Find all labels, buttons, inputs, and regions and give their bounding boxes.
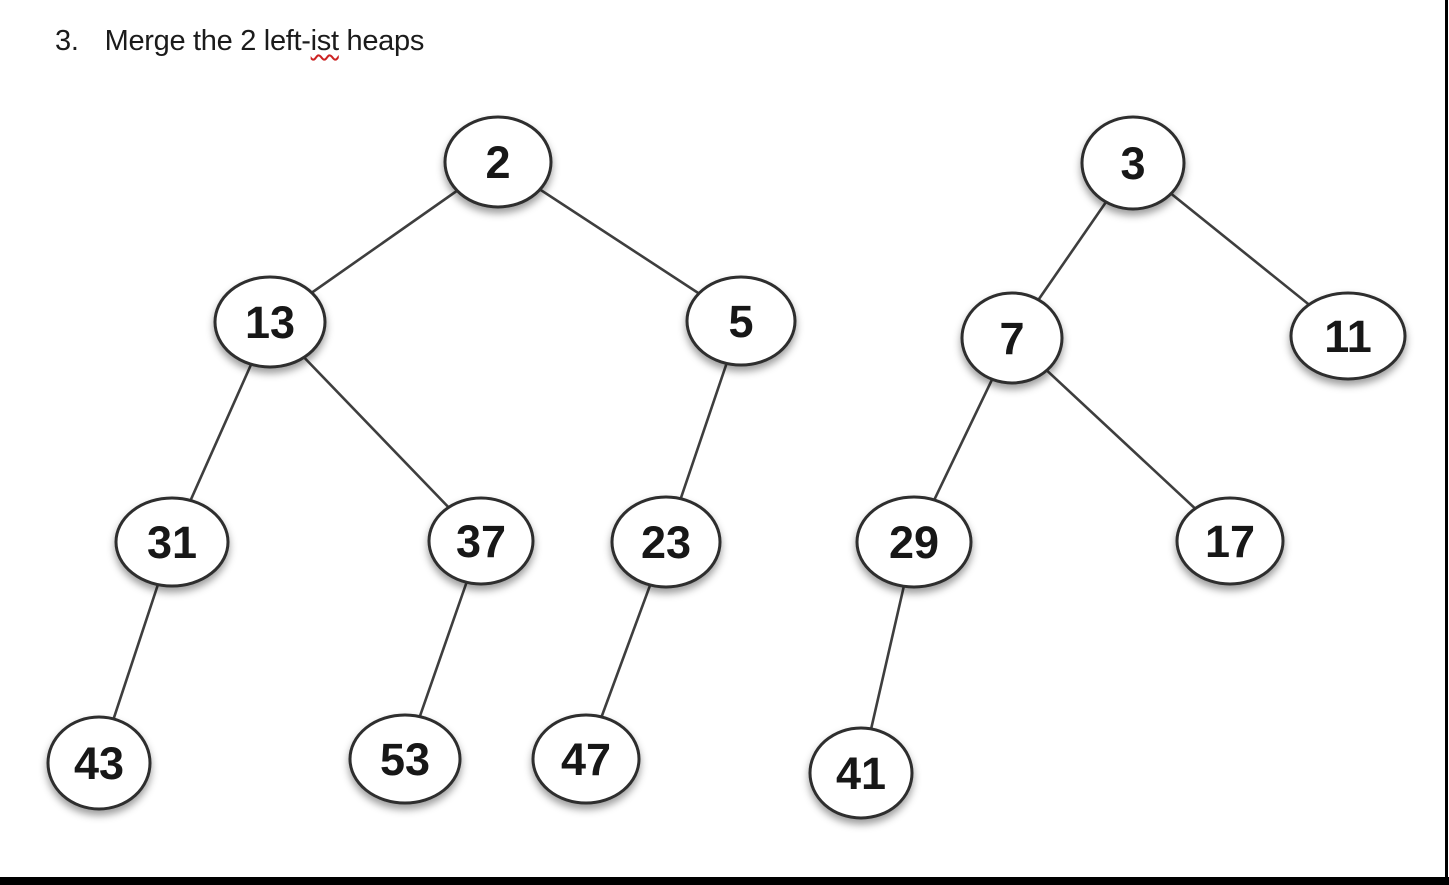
node-circle [443,115,553,209]
node-label: 3 [1120,138,1145,189]
tree-node-3: 3 [1080,115,1186,211]
node-circle [213,275,327,369]
tree-node-23: 23 [610,495,722,589]
node-circle [808,726,914,820]
list-number: 3. [55,25,79,57]
tree-node-31: 31 [114,496,230,588]
tree-node-41: 41 [808,726,914,820]
node-label: 41 [836,748,886,799]
node-circle [855,495,973,589]
node-label: 47 [561,734,611,785]
node-circle [1080,115,1186,211]
tree-node-53: 53 [348,713,462,805]
tree-edge-7-17 [1011,337,1231,542]
tree-edge-13-37 [269,321,482,542]
tree-node-13: 13 [213,275,327,369]
node-circle [531,713,641,805]
node-label: 11 [1324,311,1372,362]
tree-node-37: 37 [427,496,535,586]
tree-node-2: 2 [443,115,553,209]
node-label: 31 [147,517,197,568]
tree-node-47: 47 [531,713,641,805]
node-label: 23 [641,517,691,568]
node-label: 29 [889,517,939,568]
node-circle [1175,496,1285,586]
question-title: 3. Merge the 2 left-ist heaps [55,25,424,58]
tree-node-5: 5 [685,275,797,367]
tree-node-17: 17 [1175,496,1285,586]
node-circle [348,713,462,805]
node-circle [960,291,1064,385]
tree-node-29: 29 [855,495,973,589]
node-label: 2 [485,137,510,188]
node-circle [46,715,152,811]
node-circle [114,496,230,588]
right-heap: 3 7 11 29 17 41 [808,115,1407,820]
node-circle [685,275,797,367]
node-circle [1289,291,1407,381]
left-heap: 2 13 5 31 37 23 43 53 47 [46,115,797,811]
page-bottom-border [0,877,1449,885]
node-label: 5 [728,296,753,347]
node-label: 13 [245,297,295,348]
tree-node-11: 11 [1289,291,1407,381]
tree-node-7: 7 [960,291,1064,385]
node-label: 37 [456,516,506,567]
tree-node-43: 43 [46,715,152,811]
node-label: 53 [380,734,430,785]
title-text-after: heaps [338,25,425,57]
node-label: 7 [999,313,1024,364]
title-text-before: Merge the 2 left- [104,25,311,57]
node-circle [610,495,722,589]
node-circle [427,496,535,586]
node-label: 43 [74,738,124,789]
spellcheck-wavy-underline-text: ist [310,25,339,57]
node-label: 17 [1205,516,1255,567]
page-right-border [1445,0,1448,885]
